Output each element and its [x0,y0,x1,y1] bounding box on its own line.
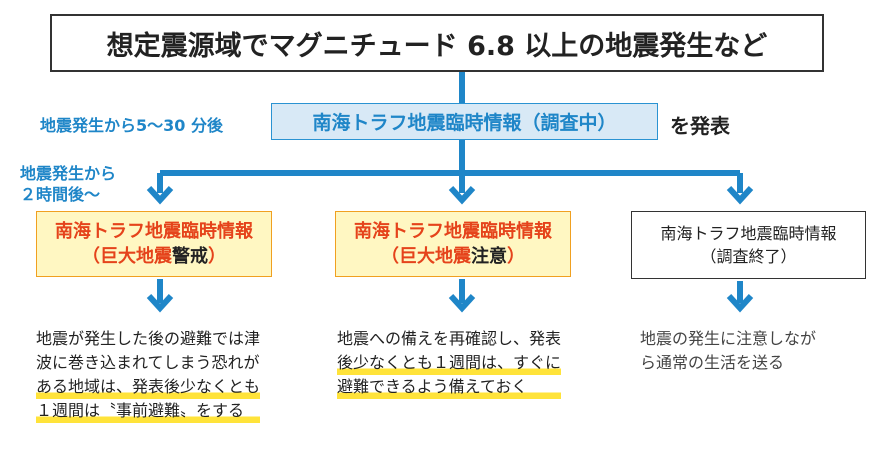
second-time-label-line2: ２時間後〜 [20,185,101,204]
warning-desc-line3: ある地域は、発表後少なくとも [36,375,261,399]
arrowhead-right-lower [726,293,754,313]
advisory-desc-line2: 後少なくとも１週間は、すぐに [337,351,562,375]
warning-title-line2: （巨大地震警戒） [82,244,226,269]
warning-title-prefix: （巨大地震 [82,246,172,267]
warning-desc-line1: 地震が発生した後の避難では津 [36,329,261,348]
warning-title-line1: 南海トラフ地震臨時情報 [55,221,253,242]
investigating-info-box: 南海トラフ地震臨時情報（調査中） [271,103,658,140]
ended-title-line1: 南海トラフ地震臨時情報 [660,224,837,243]
ended-desc-line2: ら通常の生活を送る [640,353,785,372]
ended-description: 地震の発生に注意しなが ら通常の生活を送る [640,327,816,375]
warning-title-suffix: ） [208,246,226,267]
advisory-title-prefix: （巨大地震 [381,246,471,267]
ended-title-line2: （調査終了） [700,247,797,266]
warning-description: 地震が発生した後の避難では津 波に巻き込まれてしまう恐れが ある地域は、発表後少… [36,327,261,423]
advisory-title-suffix: ） [507,246,525,267]
arrowhead-center-lower [448,293,476,313]
advisory-title-emphasis: 注意 [471,246,507,267]
investigation-ended-box: 南海トラフ地震臨時情報 （調査終了） [631,211,866,279]
warning-title-emphasis: 警戒 [172,246,208,267]
advisory-desc-line1: 地震への備えを再確認し、発表 [337,329,562,348]
megaquake-advisory-box: 南海トラフ地震臨時情報 （巨大地震注意） [335,211,571,277]
trigger-condition-text: 想定震源域でマグニチュード 6.8 以上の地震発生など [106,30,768,62]
second-time-label: 地震発生から ２時間後〜 [20,163,116,205]
arrowhead-left-lower [146,293,174,313]
warning-desc-line4: １週間は〝事前避難〟をする [36,399,261,423]
megaquake-warning-box: 南海トラフ地震臨時情報 （巨大地震警戒） [36,211,272,277]
trigger-condition-box: 想定震源域でマグニチュード 6.8 以上の地震発生など [50,14,824,72]
announce-label: を発表 [670,114,730,138]
warning-desc-line2: 波に巻き込まれてしまう恐れが [36,353,260,372]
arrowhead-center [448,185,476,205]
advisory-title-line1: 南海トラフ地震臨時情報 [354,221,552,242]
ended-desc-line1: 地震の発生に注意しなが [640,329,817,348]
second-time-label-line1: 地震発生から [20,164,117,183]
advisory-description: 地震への備えを再確認し、発表 後少なくとも１週間は、すぐに 避難できるよう備えて… [337,327,562,399]
arrowhead-right [726,185,754,205]
advisory-title-line2: （巨大地震注意） [381,244,525,269]
arrowhead-left [146,185,174,205]
first-time-label: 地震発生から5〜30 分後 [40,116,223,135]
advisory-desc-line3: 避難できるよう備えておく [337,375,562,399]
investigating-info-text: 南海トラフ地震臨時情報（調査中） [312,112,617,134]
